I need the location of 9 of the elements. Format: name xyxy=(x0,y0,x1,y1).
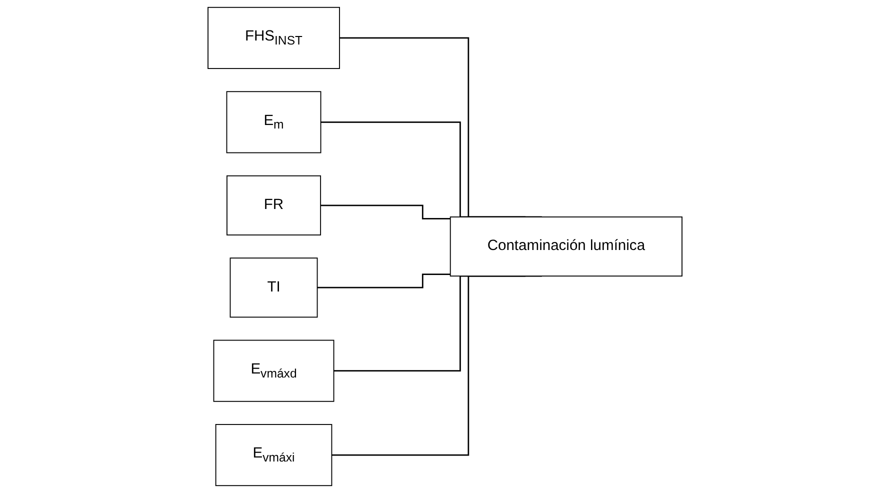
node-box: Contaminación lumínica xyxy=(450,216,682,277)
connector xyxy=(320,204,450,220)
node-box: FHS$_{INST}$ xyxy=(208,6,340,69)
node-box: TI xyxy=(230,258,318,318)
node-box: FR xyxy=(226,175,322,236)
node-box: E$_{vmáxd}$ xyxy=(213,340,334,402)
connector xyxy=(317,274,450,288)
node-box: E$_{vmáxi}$ xyxy=(215,424,332,486)
node-box: E$_{m}$ xyxy=(226,91,322,154)
